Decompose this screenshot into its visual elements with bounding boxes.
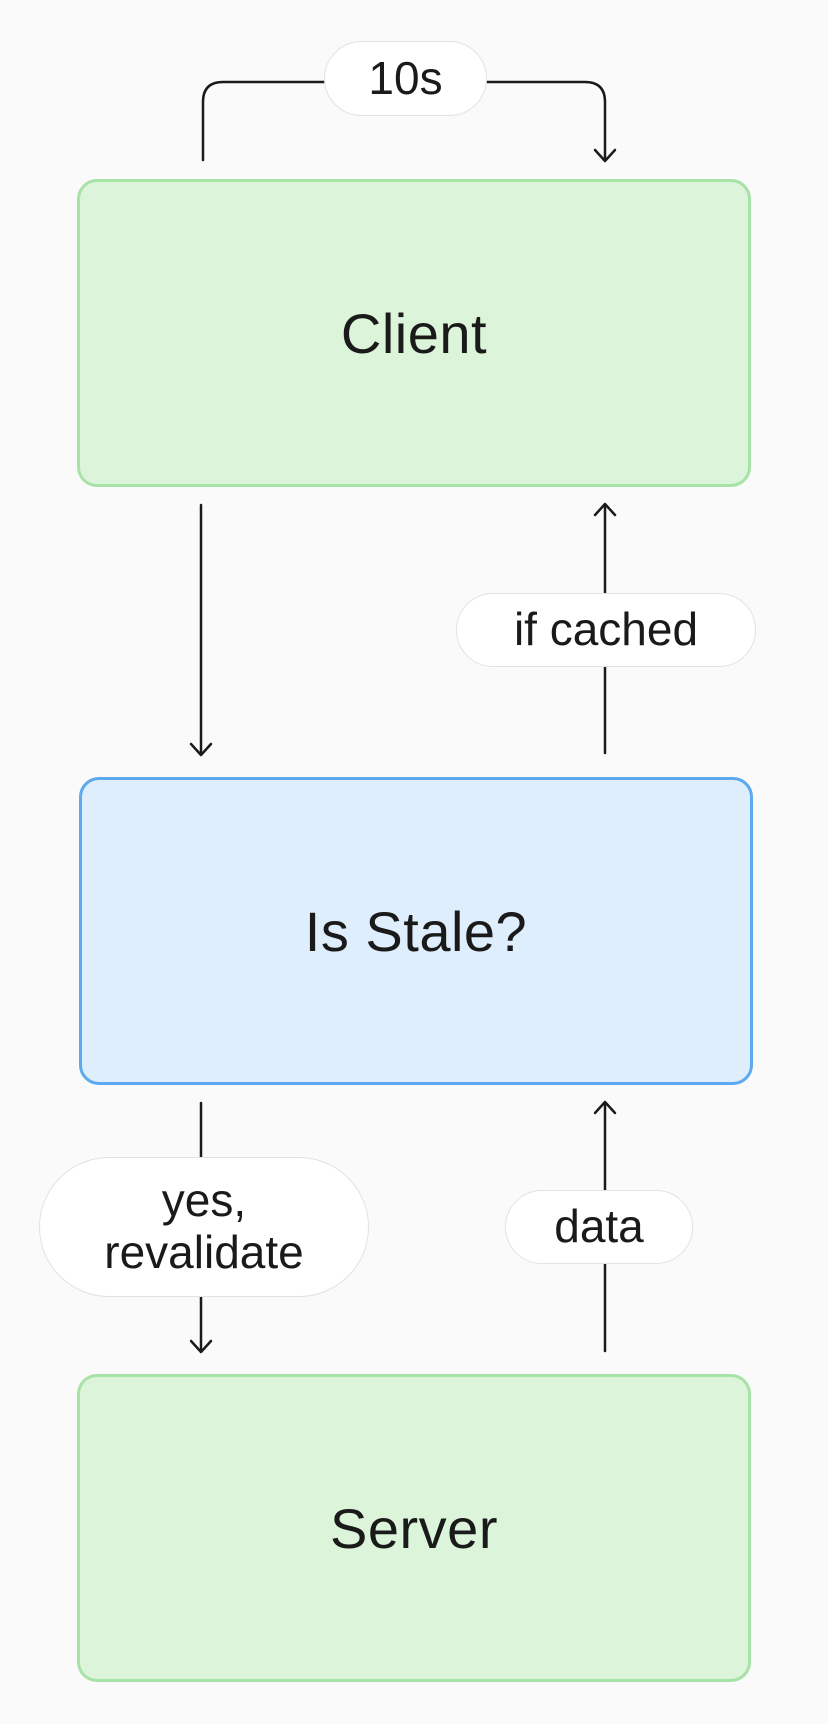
client-label: Client xyxy=(340,301,488,365)
revalidate-label: yes, revalidate xyxy=(39,1157,369,1297)
data-label: data xyxy=(505,1190,693,1264)
server-node: Server xyxy=(77,1374,751,1682)
if-cached-label: if cached xyxy=(456,593,756,667)
is-stale-label: Is Stale? xyxy=(304,899,528,963)
revalidate-arrowhead xyxy=(189,1339,213,1354)
interval-label: 10s xyxy=(324,41,487,116)
data-arrowhead xyxy=(593,1100,617,1115)
is-stale-node: Is Stale? xyxy=(79,777,753,1085)
server-label: Server xyxy=(330,1496,498,1560)
client-node: Client xyxy=(77,179,751,487)
request-arrowhead xyxy=(189,742,213,757)
loop-arrowhead xyxy=(593,148,617,163)
cached-arrowhead xyxy=(593,502,617,517)
